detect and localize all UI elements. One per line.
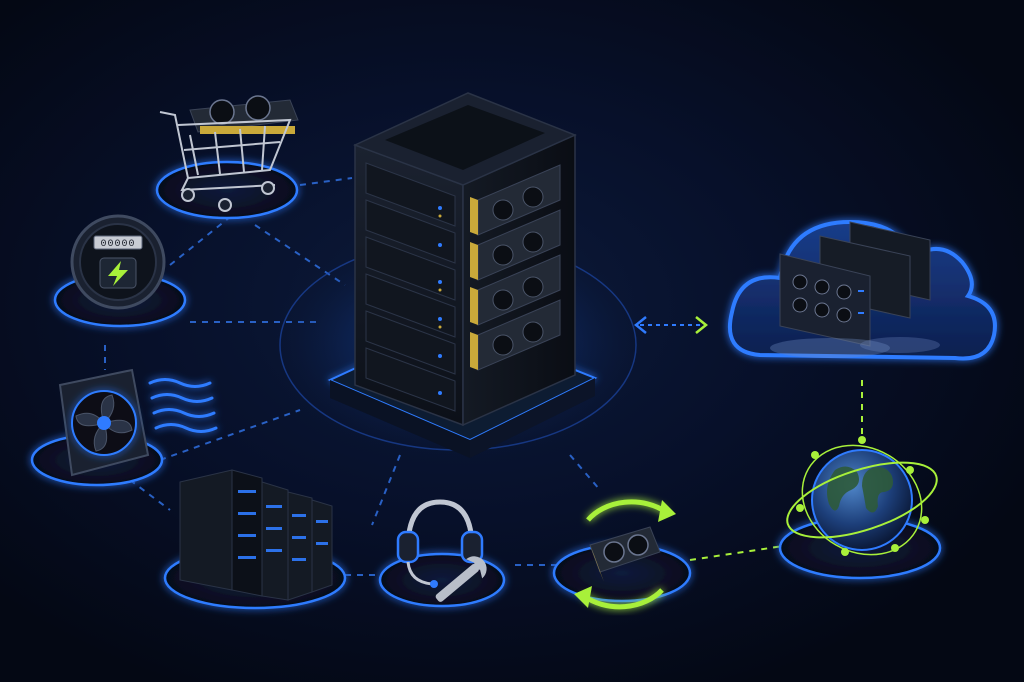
datacenter-racks-icon [179,469,333,601]
bidirectional-arrow-icon [633,316,709,334]
gpu-cycle-icon [574,499,676,610]
fan-airflow-icon [58,368,218,477]
gpu-server-rack-icon [353,92,577,427]
headset-wrench-icon [396,499,487,602]
electric-meter-icon: 00000 [70,214,166,310]
connector-meter-cart [169,204,246,266]
cloud-server-stack [779,221,931,347]
connector-cart [299,177,353,186]
connector-hub-gpu [569,454,601,491]
globe-network-icon [786,436,938,556]
hub-gpu-cards [470,164,561,371]
shopping-cart-gpu-icon [159,95,299,212]
cloud-servers-icon [727,219,997,361]
connector-hub-support [371,454,401,526]
connector-lines-lime [689,380,863,561]
disc-cart [155,160,299,220]
connector-fan-racks [129,479,171,511]
connector-lines [104,177,601,576]
connector-fan [159,409,301,461]
meter-display: 00000 [100,239,135,250]
connector-gpu-globe [689,544,791,561]
